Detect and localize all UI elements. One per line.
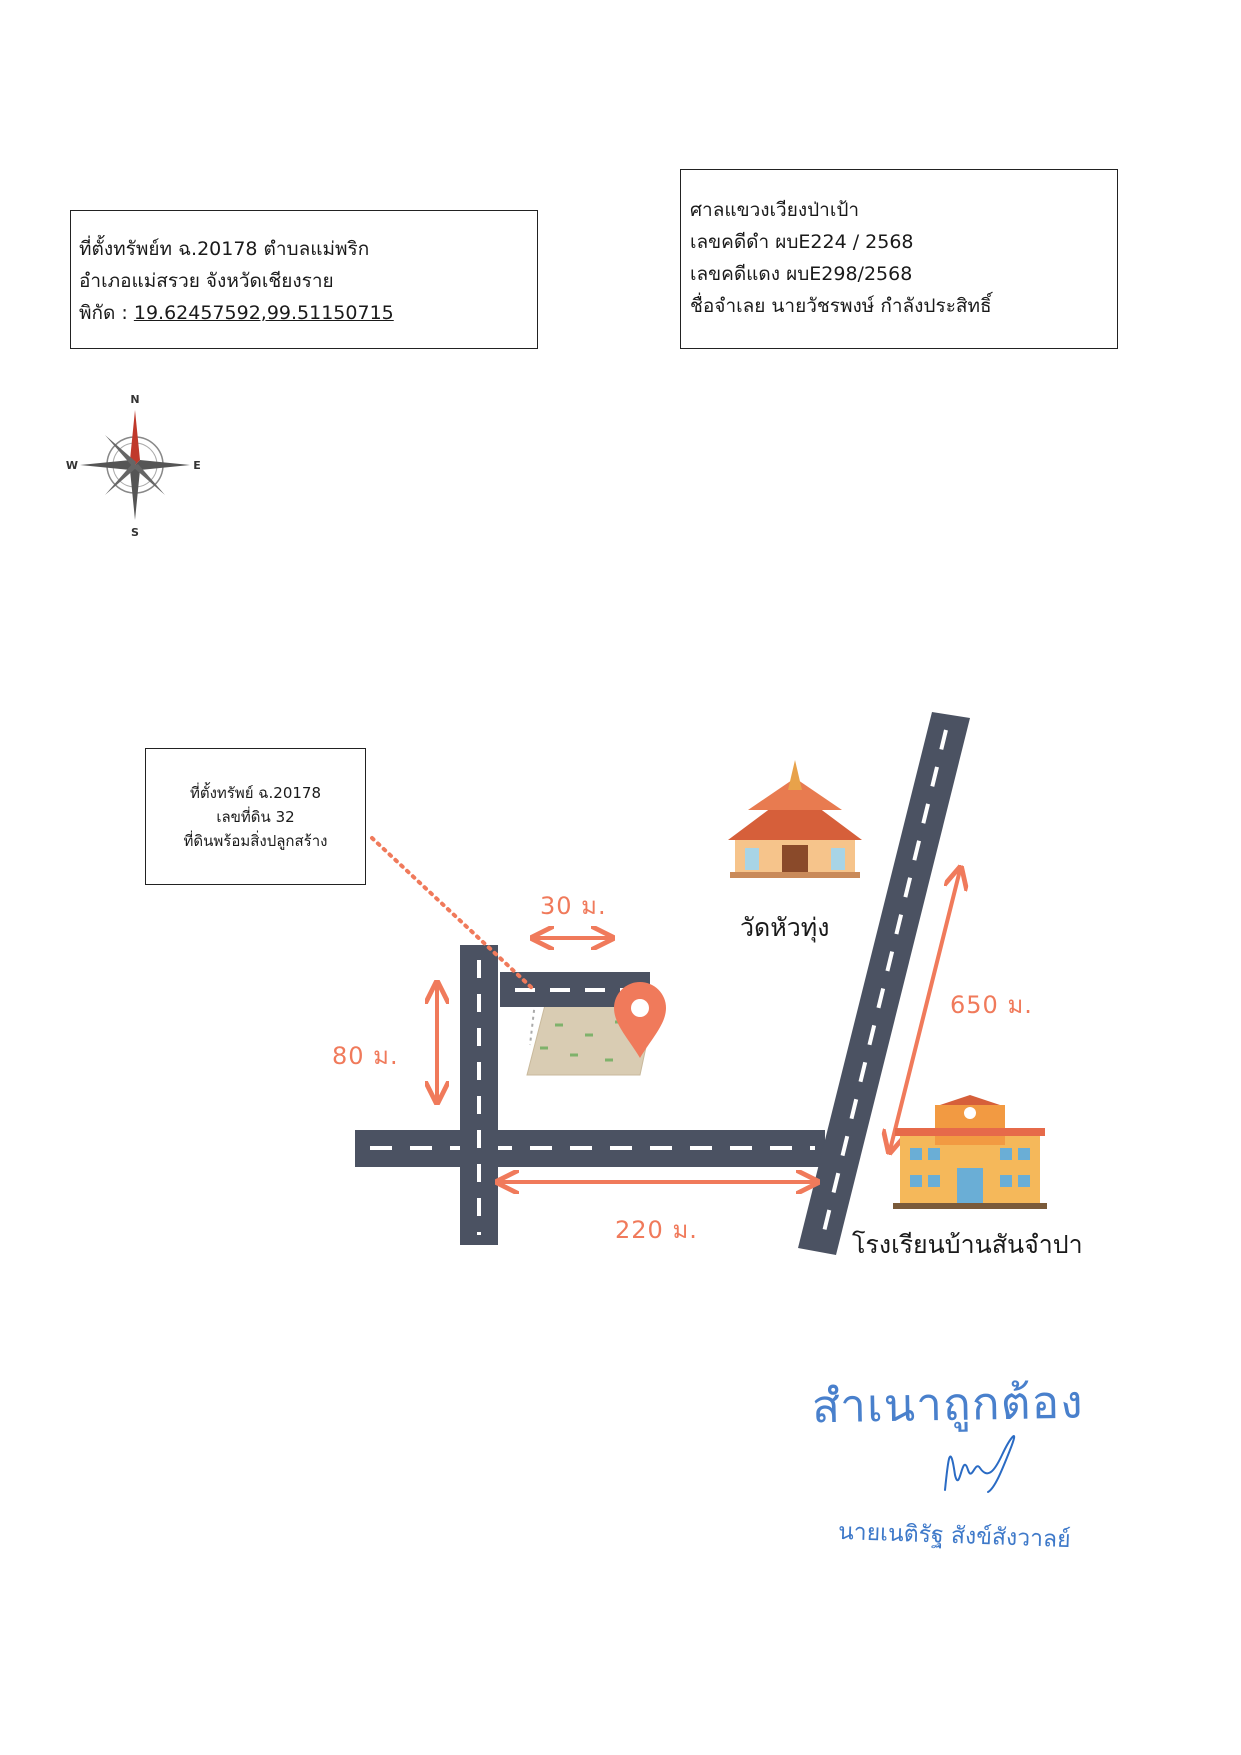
parcel-description-line: ที่ดินพร้อมสิ่งปลูกสร้าง <box>183 832 328 850</box>
parcel-land-number-line: เลขที่ดิน 32 <box>216 808 295 826</box>
location-pin-icon <box>614 982 666 1058</box>
label-pointer-line <box>370 836 534 990</box>
distance-label-top: 30 ม. <box>540 892 607 920</box>
compass-rose-icon: N E S W <box>66 393 201 539</box>
property-info-box: ที่ตั้งทรัพย์ท ฉ.20178 ตำบลแม่พริก อำเภอ… <box>70 210 538 349</box>
property-location-line: ที่ตั้งทรัพย์ท ฉ.20178 ตำบลแม่พริก <box>79 238 370 260</box>
compass-north-label: N <box>130 393 139 406</box>
distance-label-left: 80 ม. <box>332 1042 399 1070</box>
compass-west-label: W <box>66 459 78 472</box>
temple-name-label: วัดหัวทุ่ง <box>740 913 830 942</box>
defendant-name-line: ชื่อจำเลย นายวัชรพงษ์ กำลังประสิทธิ์ <box>690 295 992 317</box>
parcel-title-deed-line: ที่ตั้งทรัพย์ ฉ.20178 <box>189 784 322 802</box>
coord-value: 19.62457592,99.51150715 <box>133 302 394 324</box>
parcel-label-box: ที่ตั้งทรัพย์ ฉ.20178 เลขที่ดิน 32 ที่ดิ… <box>145 748 366 885</box>
school-name-label: โรงเรียนบ้านสันจำปา <box>852 1230 1083 1259</box>
red-case-number-line: เลขคดีแดง ผบE298/2568 <box>690 263 913 285</box>
school-icon <box>893 1095 1047 1209</box>
black-case-number-line: เลขคดีดำ ผบE224 / 2568 <box>690 231 914 253</box>
temple-icon <box>728 760 862 878</box>
distance-arrow-650m <box>890 870 960 1150</box>
compass-south-label: S <box>131 526 139 539</box>
coord-label: พิกัด : <box>79 302 134 324</box>
distance-label-bottom: 220 ม. <box>615 1216 698 1244</box>
court-name-line: ศาลแขวงเวียงป่าเป้า <box>690 199 860 221</box>
court-info-box: ศาลแขวงเวียงป่าเป้า เลขคดีดำ ผบE224 / 25… <box>680 169 1118 349</box>
property-district-line: อำเภอแม่สรวย จังหวัดเชียงราย <box>79 270 334 292</box>
property-coordinates-line: พิกัด : 19.62457592,99.51150715 <box>79 297 537 329</box>
compass-east-label: E <box>193 459 201 472</box>
signature-mark <box>944 1435 1016 1493</box>
distance-label-right: 650 ม. <box>950 991 1033 1019</box>
